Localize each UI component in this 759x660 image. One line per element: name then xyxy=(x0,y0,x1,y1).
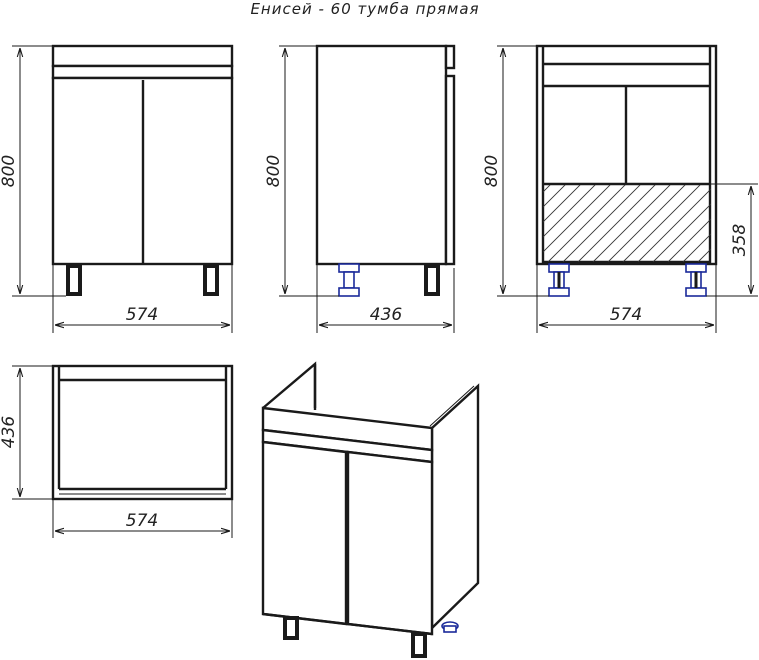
adjustable-foot-icon xyxy=(338,263,360,297)
back-cutout-height-label: 358 xyxy=(730,224,750,257)
adjustable-foot-icon xyxy=(685,263,707,297)
drawing-title: Енисей - 60 тумба прямая xyxy=(250,0,479,18)
side-height-label: 800 xyxy=(264,155,284,187)
top-view: 436 574 xyxy=(0,364,234,538)
front-view: 800 574 xyxy=(0,44,234,333)
top-depth-label: 436 xyxy=(0,416,19,449)
front-width-label: 574 xyxy=(126,305,158,325)
front-height-label: 800 xyxy=(0,155,19,187)
side-view: 800 436 xyxy=(264,44,456,333)
top-width-label: 574 xyxy=(126,511,158,531)
back-width-label: 574 xyxy=(610,305,642,325)
back-height-label: 800 xyxy=(482,155,502,187)
isometric-view xyxy=(261,361,480,658)
adjustable-foot-icon xyxy=(441,621,459,633)
adjustable-foot-icon xyxy=(548,263,570,297)
back-view: 800 358 574 xyxy=(482,44,758,333)
cutout-hatch xyxy=(543,185,711,262)
side-depth-label: 436 xyxy=(370,305,403,325)
